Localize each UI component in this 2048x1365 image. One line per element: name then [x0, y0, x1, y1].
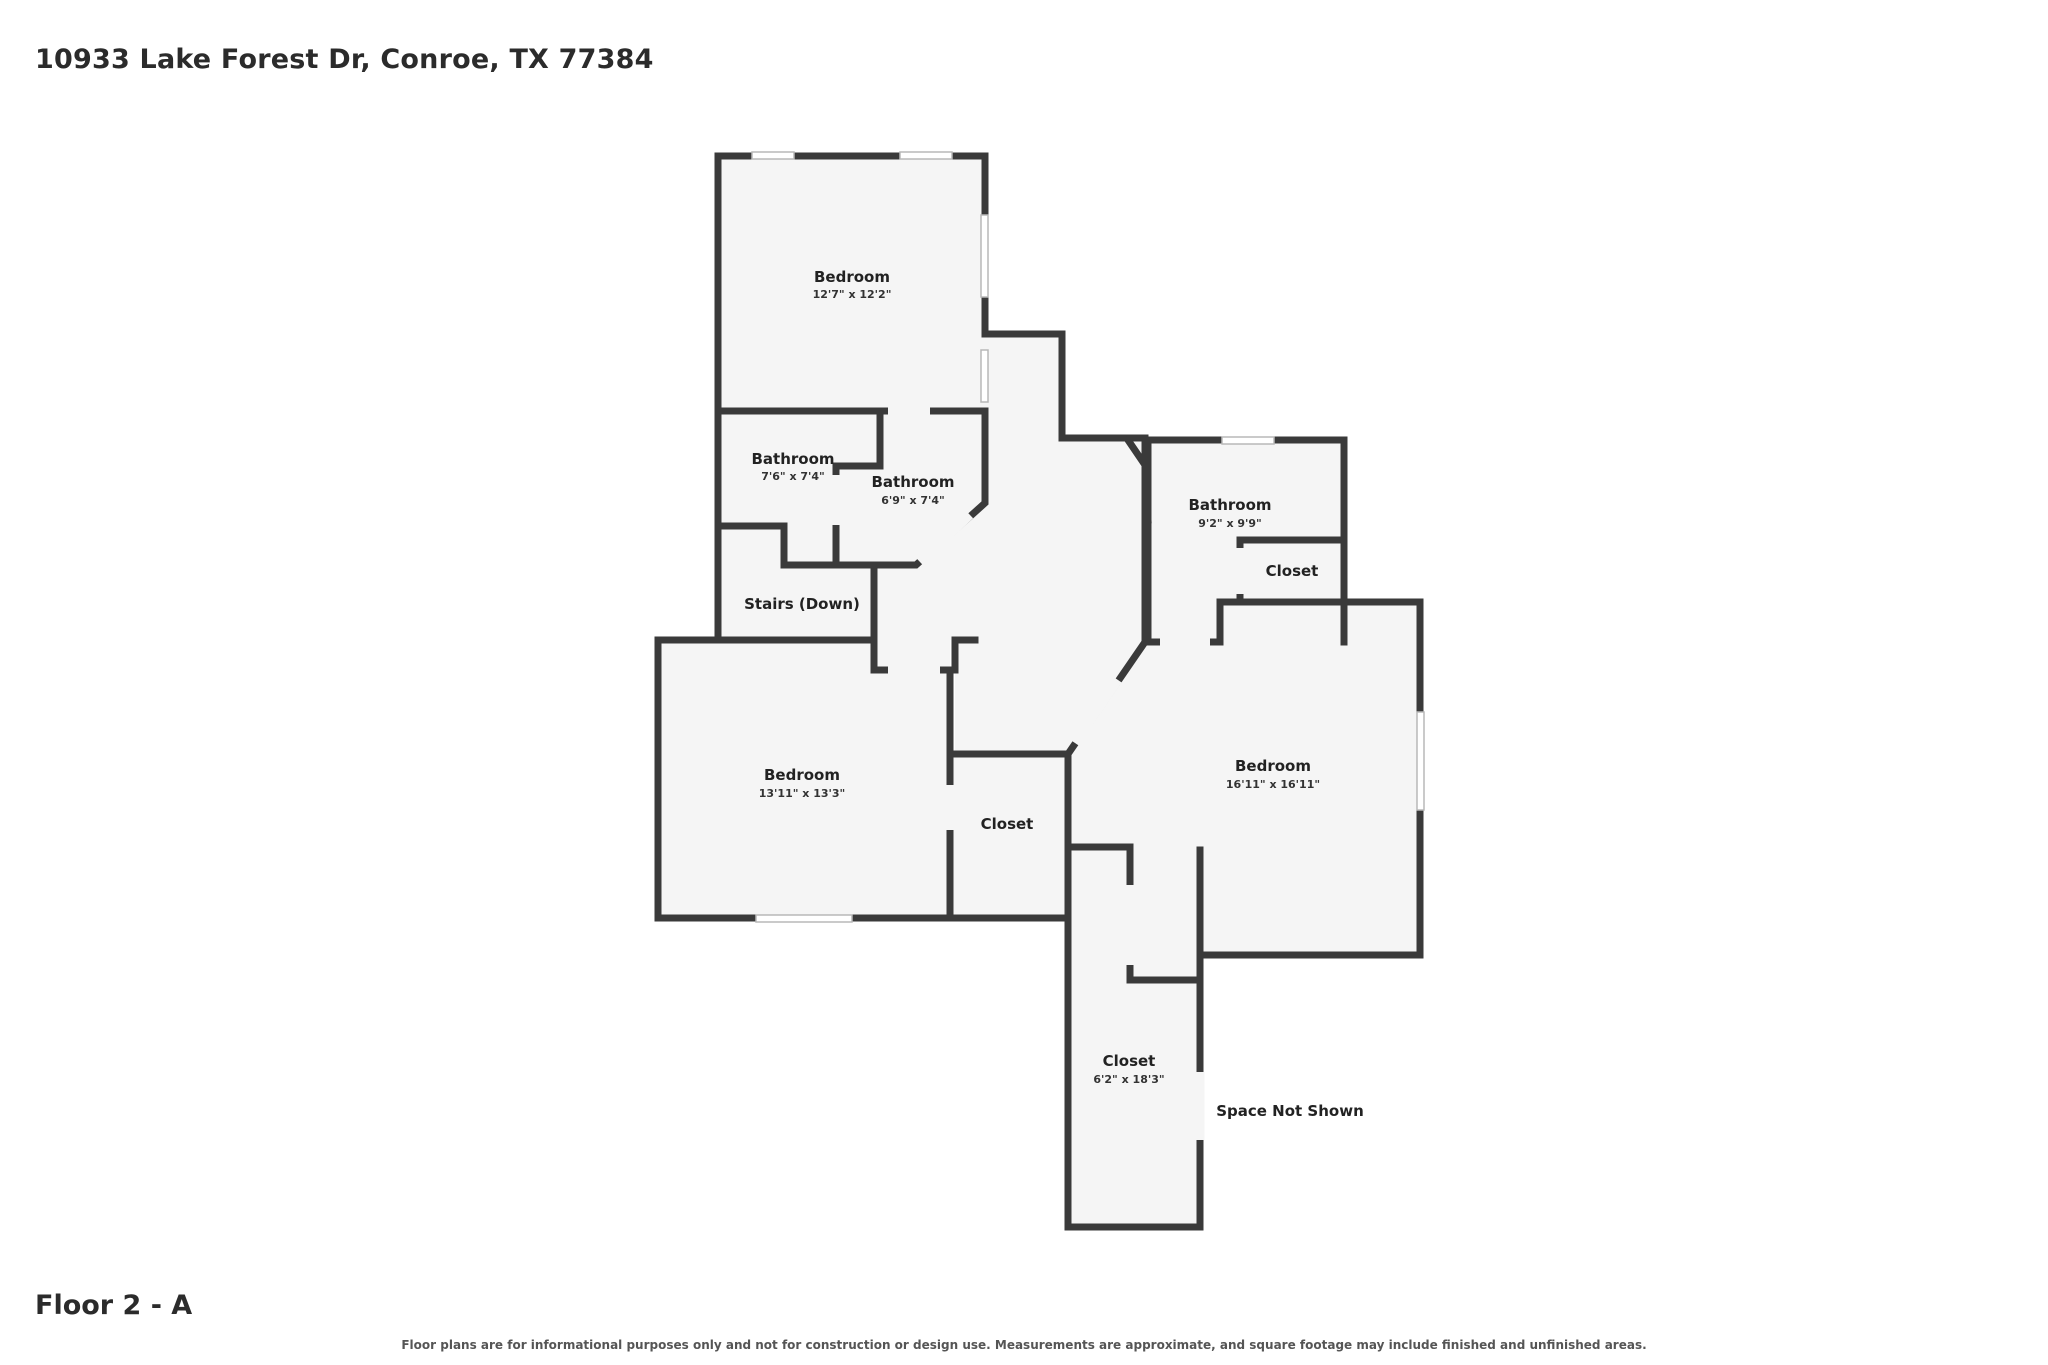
room-closet-long-name: Closet: [1103, 1052, 1156, 1070]
space-not-shown-label: Space Not Shown: [1216, 1102, 1364, 1120]
room-bathroom-right-name: Bathroom: [1188, 496, 1271, 514]
room-stairs-name: Stairs (Down): [744, 595, 860, 613]
room-bedroom-top-dims: 12'7" x 12'2": [813, 288, 892, 301]
disclaimer-text: Floor plans are for informational purpos…: [401, 1338, 1647, 1352]
room-bathroom-a-dims: 7'6" x 7'4": [761, 470, 825, 483]
room-closet-small-name: Closet: [1266, 562, 1319, 580]
room-bathroom-a-name: Bathroom: [751, 450, 834, 468]
room-bathroom-b-dims: 6'9" x 7'4": [881, 494, 945, 507]
room-bedroom-left-dims: 13'11" x 13'3": [759, 787, 846, 800]
room-bedroom-right-dims: 16'11" x 16'11": [1226, 778, 1320, 791]
floor-label: Floor 2 - A: [35, 1290, 193, 1321]
room-closet-center-name: Closet: [981, 815, 1034, 833]
room-bedroom-left-name: Bedroom: [764, 766, 840, 784]
address-title: 10933 Lake Forest Dr, Conroe, TX 77384: [35, 44, 654, 75]
room-bathroom-right-dims: 9'2" x 9'9": [1198, 517, 1262, 530]
windows: [751, 151, 1425, 923]
room-closet-long-dims: 6'2" x 18'3": [1093, 1073, 1164, 1086]
room-bedroom-right-name: Bedroom: [1235, 757, 1311, 775]
room-bathroom-b-name: Bathroom: [871, 473, 954, 491]
doorways: [831, 406, 1245, 1140]
room-bedroom-top-name: Bedroom: [814, 268, 890, 286]
room-fills: [658, 156, 1420, 1227]
room-labels: Bedroom 12'7" x 12'2" Bathroom 7'6" x 7'…: [744, 268, 1364, 1120]
